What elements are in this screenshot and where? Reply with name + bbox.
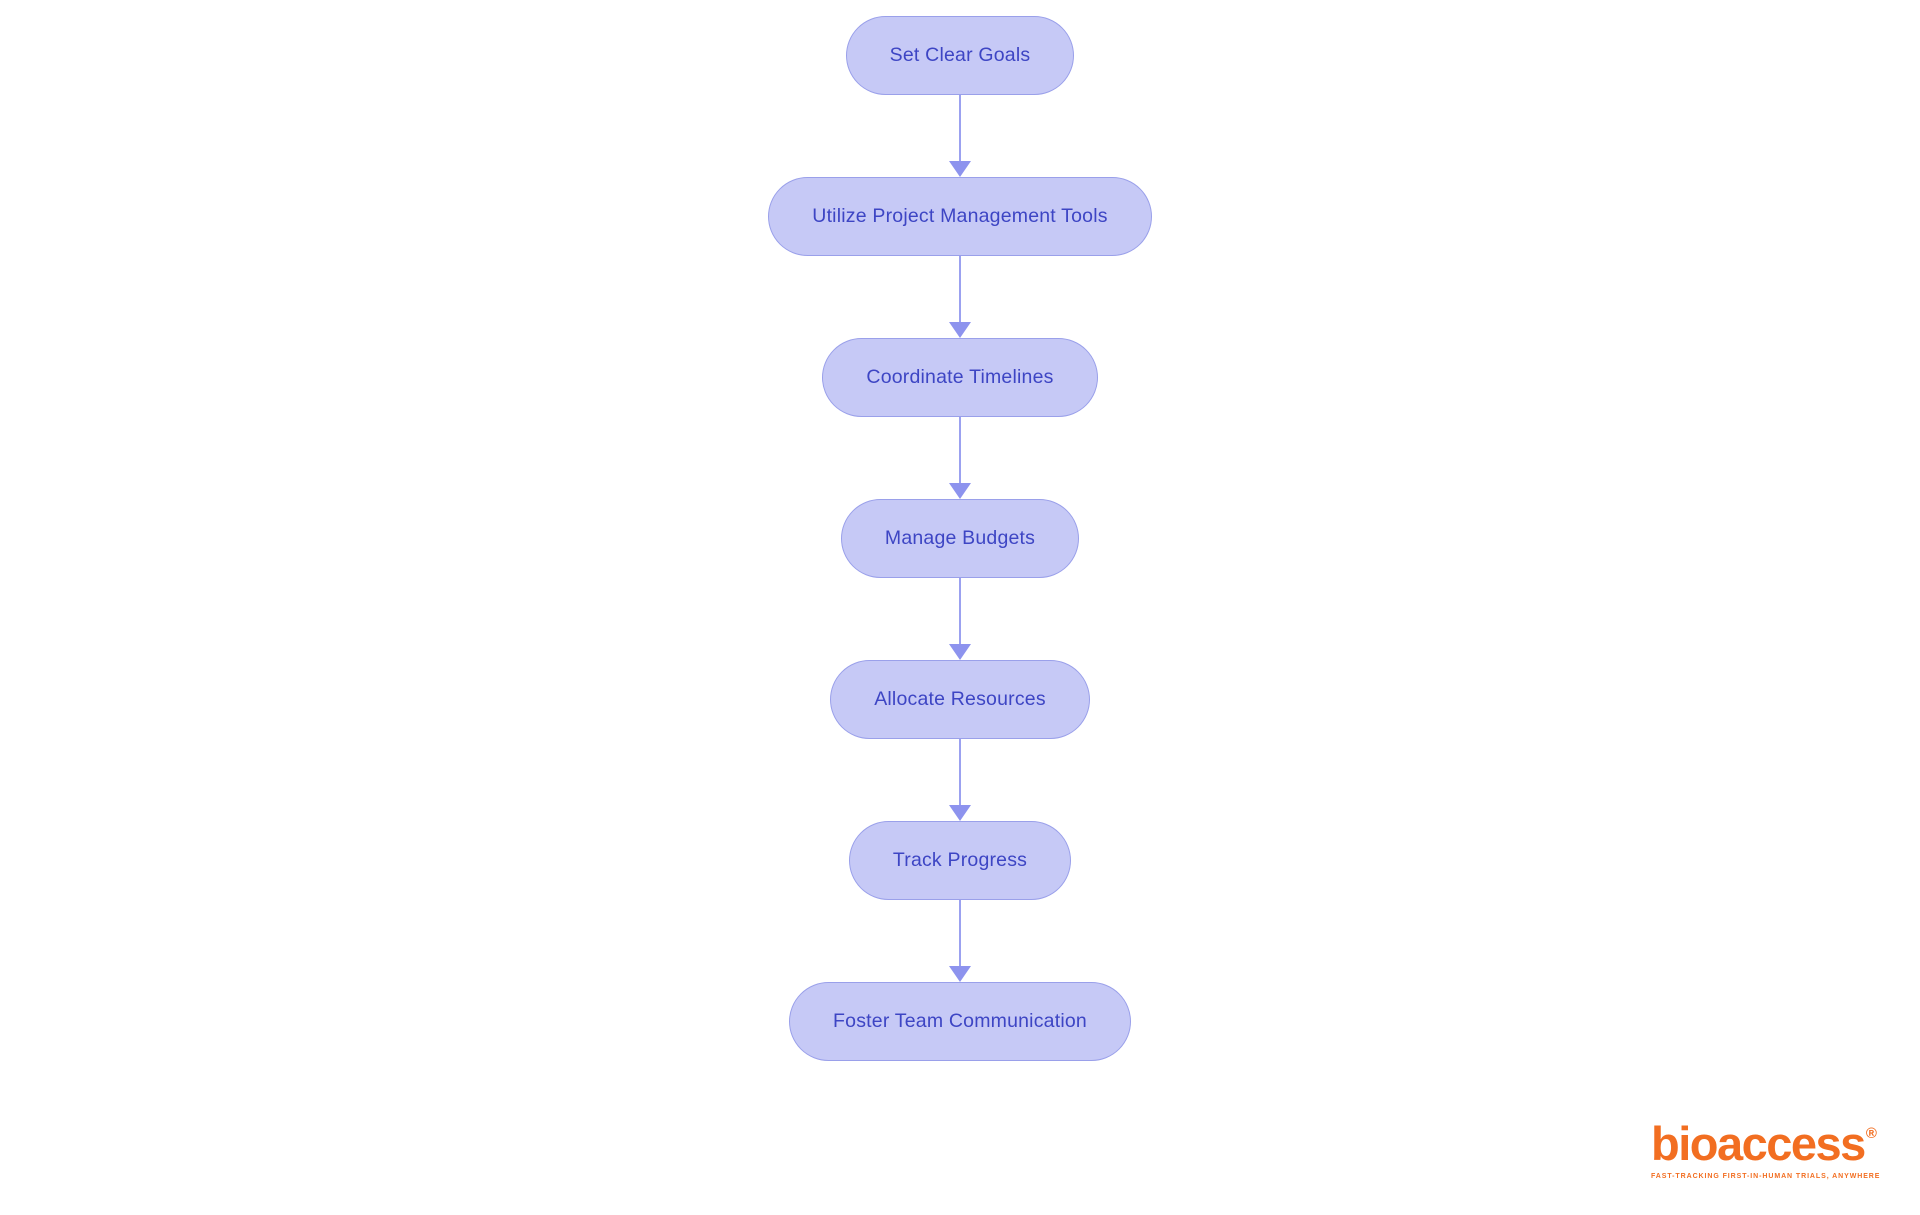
registered-trademark-icon: ®: [1865, 1125, 1877, 1142]
flow-connector: [949, 900, 971, 982]
flow-node-label: Coordinate Timelines: [866, 366, 1054, 388]
logo-text: bioaccess: [1651, 1117, 1866, 1170]
flow-node-manage-budgets: Manage Budgets: [840, 499, 1080, 578]
arrow-down-icon: [949, 161, 971, 177]
connector-line: [958, 95, 962, 162]
flow-node-coordinate-timelines: Coordinate Timelines: [822, 338, 1098, 417]
flow-node-set-clear-goals: Set Clear Goals: [845, 16, 1075, 95]
flow-node-label: Track Progress: [892, 849, 1028, 871]
connector-line: [958, 578, 962, 645]
flow-node-foster-team-communication: Foster Team Communication: [789, 982, 1131, 1061]
flow-node-label: Set Clear Goals: [889, 44, 1031, 66]
connector-line: [958, 900, 962, 967]
arrow-down-icon: [949, 966, 971, 982]
flow-node-label: Foster Team Communication: [833, 1010, 1087, 1032]
flow-connector: [949, 578, 971, 660]
connector-line: [958, 417, 962, 484]
flow-node-label: Allocate Resources: [874, 688, 1046, 710]
flow-connector: [949, 417, 971, 499]
bioaccess-logo: bioaccess® FAST-TRACKING FIRST-IN-HUMAN …: [1651, 1118, 1880, 1180]
arrow-down-icon: [949, 483, 971, 499]
connector-line: [958, 256, 962, 323]
logo-tagline: FAST-TRACKING FIRST-IN-HUMAN TRIALS, ANY…: [1651, 1172, 1881, 1180]
flow-connector: [949, 739, 971, 821]
flow-connector: [949, 95, 971, 177]
flow-node-track-progress: Track Progress: [848, 821, 1072, 900]
flow-node-label: Manage Budgets: [884, 527, 1036, 549]
connector-line: [958, 739, 962, 806]
flow-connector: [949, 256, 971, 338]
flow-node-allocate-resources: Allocate Resources: [830, 660, 1090, 739]
flow-node-label: Utilize Project Management Tools: [812, 205, 1108, 227]
arrow-down-icon: [949, 322, 971, 338]
arrow-down-icon: [949, 644, 971, 660]
arrow-down-icon: [949, 805, 971, 821]
flow-node-utilize-project-management-tools: Utilize Project Management Tools: [768, 177, 1152, 256]
logo-wordmark: bioaccess®: [1651, 1118, 1880, 1170]
flowchart: Set Clear Goals Utilize Project Manageme…: [0, 16, 1920, 1061]
